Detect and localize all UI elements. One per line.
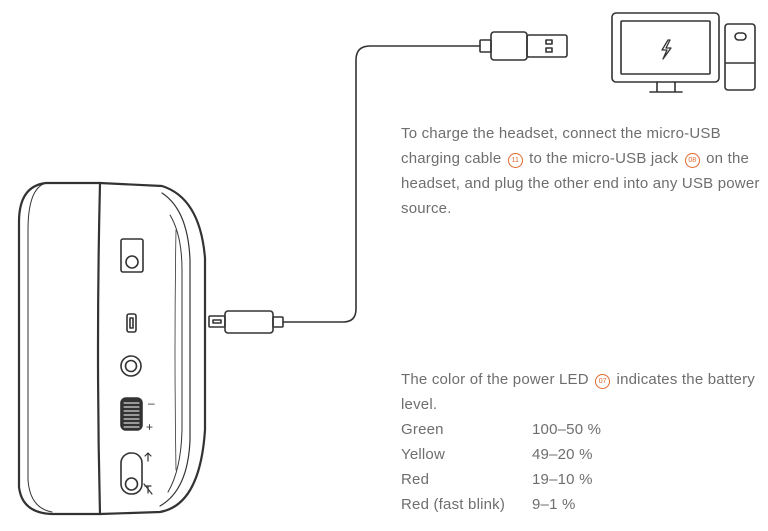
usb-cable (282, 45, 481, 323)
micro-usb-plug-icon (208, 310, 284, 334)
table-row: Yellow 49–20 % (401, 442, 601, 467)
computer-tower-icon (724, 23, 756, 91)
led-color-cell: Red (fast blink) (401, 496, 506, 513)
mic-toggle-switch (120, 452, 143, 495)
led-color-cell: Yellow (401, 446, 446, 463)
callout-led-badge: 07 (595, 374, 611, 389)
callout-cable-badge: 11 (507, 153, 523, 168)
volume-minus-label: – (148, 396, 155, 410)
battery-level-cell: 100–50 % (532, 421, 602, 438)
headset-ear-cup (17, 181, 207, 516)
battery-level-cell: 19–10 % (532, 471, 593, 488)
battery-level-cell: 9–1 % (532, 496, 576, 513)
table-row: Red (fast blink) 9–1 % (401, 492, 601, 517)
callout-jack-badge: 08 (684, 153, 700, 168)
power-switch (120, 238, 144, 273)
battery-level-table: Green 100–50 % Yellow 49–20 % Red 19–10 … (401, 417, 601, 517)
led-color-cell: Green (401, 421, 444, 438)
volume-plus-label: + (146, 420, 153, 434)
microphone-icon (144, 452, 152, 462)
charging-instructions: To charge the headset, connect the micro… (401, 121, 761, 221)
battery-level-cell: 49–20 % (532, 446, 593, 463)
led-text-2: indicates the battery level. (401, 371, 755, 413)
charging-text-2: to the micro-USB jack (529, 150, 679, 167)
microphone-muted-icon (143, 483, 153, 495)
led-color-cell: Red (401, 471, 430, 488)
lightning-bolt-icon (661, 39, 672, 60)
table-row: Green 100–50 % (401, 417, 601, 442)
led-description: The color of the power LED 07 indicates … (401, 367, 761, 417)
micro-usb-port-icon (126, 313, 137, 333)
led-text-1: The color of the power LED (401, 371, 589, 388)
volume-wheel (120, 397, 143, 431)
computer-monitor-icon (611, 12, 720, 93)
charging-text-1: To charge the headset, connect the micro… (401, 125, 721, 167)
usb-a-plug-icon (479, 31, 568, 61)
table-row: Red 19–10 % (401, 467, 601, 492)
charging-text-3: on the headset, and plug the other end i… (401, 150, 760, 217)
audio-jack (120, 355, 142, 377)
